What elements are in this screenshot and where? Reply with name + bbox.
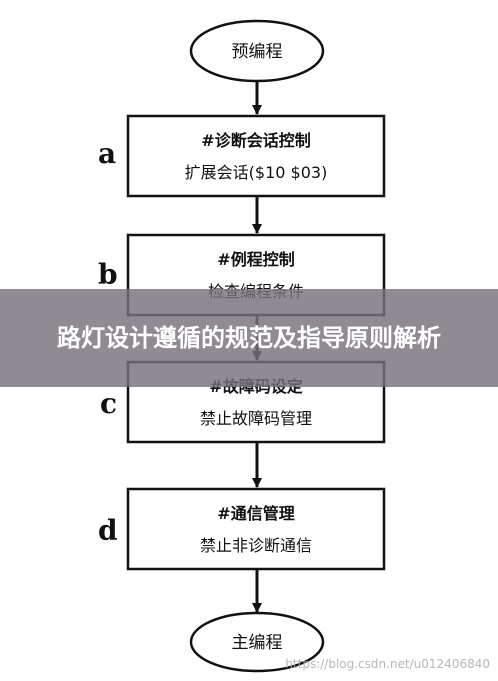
step-c-letter: c (100, 387, 117, 420)
step-d-box (126, 487, 386, 571)
banner-title: 路灯设计遵循的规范及指导原则解析 (57, 323, 441, 352)
end-label: 主编程 (232, 633, 283, 653)
step-b-letter: b (98, 258, 118, 291)
watermark: https://blog.csdn.net/u012406840 (285, 657, 490, 671)
step-d-letter: d (98, 514, 118, 547)
end-oval (189, 611, 325, 673)
step-d-subtitle: 禁止非诊断通信 (200, 536, 312, 555)
step-a-subtitle: 扩展会话($10 $03) (185, 163, 328, 182)
start-label: 预编程 (232, 42, 283, 62)
step-c-subtitle: 禁止故障码管理 (200, 409, 312, 428)
step-a-letter: a (98, 137, 116, 170)
title-banner: 路灯设计遵循的规范及指导原则解析 (0, 289, 498, 387)
step-b-title: #例程控制 (217, 250, 294, 269)
step-d-title: #通信管理 (217, 504, 294, 523)
step-a-box (126, 114, 386, 198)
step-a-title: #诊断会话控制 (201, 131, 310, 150)
